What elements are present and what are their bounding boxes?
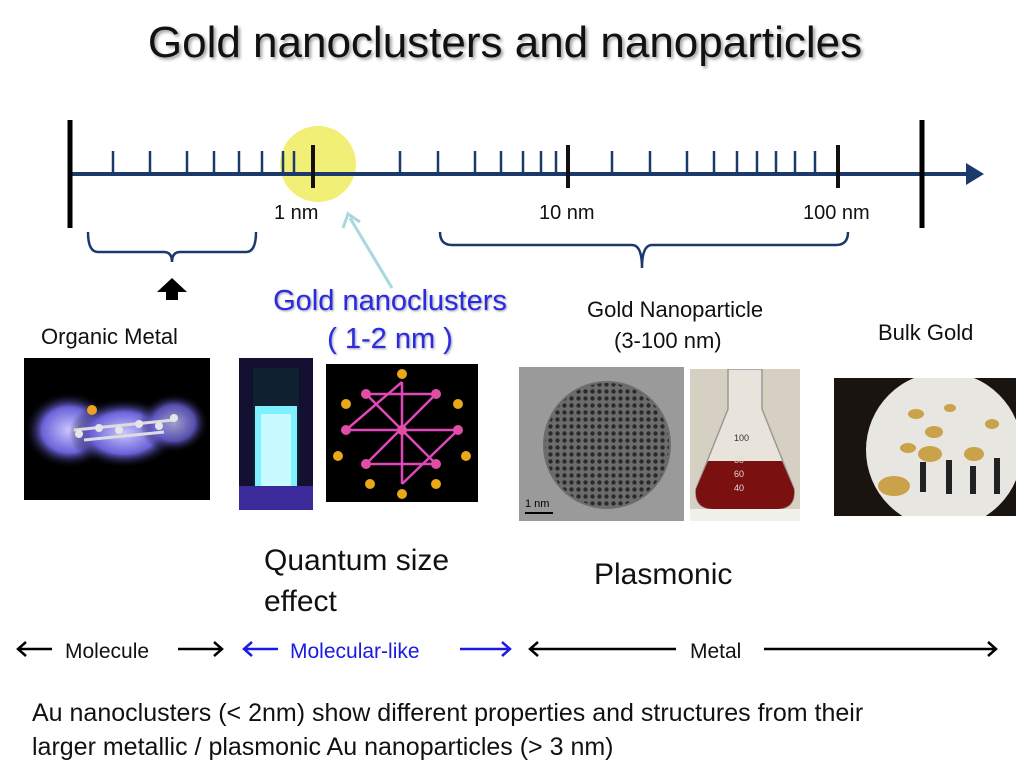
nanocluster-pointer-arrowhead	[341, 211, 361, 229]
cuvette-fluorescence-image	[239, 358, 313, 510]
nanoparticle-bracket	[438, 231, 850, 269]
bulk-gold-image	[834, 378, 1016, 516]
nanocluster-title: Gold nanoclusters	[273, 285, 507, 317]
molecule-arrowhead-right	[213, 641, 224, 657]
organic-metal-image	[24, 358, 210, 500]
regime-arrows	[16, 641, 998, 657]
tem-scale-bar-label: 1 nm	[525, 498, 550, 510]
flask-mark-60: 60	[734, 469, 745, 479]
footer-statement: Au nanoclusters (< 2nm) show different p…	[32, 696, 863, 764]
regime-metal: Metal	[690, 640, 742, 663]
cluster-structure-image	[326, 364, 478, 502]
quantum-size-line2: effect	[264, 585, 337, 618]
flask-mark-80: 80	[734, 455, 745, 465]
organic-metal-bracket	[86, 231, 258, 263]
label-1nm: 1 nm	[274, 202, 319, 224]
minor-ticks	[111, 151, 817, 174]
flask-solution-image: 100 80 60 40	[690, 369, 800, 521]
molecular-like-arrowhead-right	[501, 641, 512, 657]
gold-nanoparticle-label: Gold Nanoparticle	[587, 297, 764, 322]
organic-metal-label: Organic Metal	[41, 324, 178, 349]
tem-lattice-image: 1 nm	[519, 367, 684, 521]
gold-nanoparticle-size: (3-100 nm)	[614, 328, 722, 353]
molecular-like-arrowhead-left	[242, 641, 253, 657]
length-scale-diagram	[67, 120, 984, 300]
footer-line-2: larger metallic / plasmonic Au nanoparti…	[32, 733, 614, 761]
plasmonic-label: Plasmonic	[594, 558, 733, 591]
flask-mark-40: 40	[734, 483, 745, 493]
quantum-size-line1: Quantum size	[264, 544, 450, 577]
metal-arrowhead-left	[528, 641, 539, 657]
metal-arrowhead-right	[987, 641, 998, 657]
footer-line-1: Au nanoclusters (< 2nm) show different p…	[32, 699, 864, 727]
regime-molecular-like: Molecular-like	[290, 640, 420, 663]
scale-axis-arrowhead	[966, 163, 984, 185]
flask-mark-100: 100	[734, 433, 750, 443]
nanocluster-pointer-arrow	[348, 217, 394, 289]
regime-molecule: Molecule	[65, 640, 150, 663]
label-100nm: 100 nm	[803, 202, 870, 224]
quantum-size-effect-label: Quantum size effect	[264, 540, 449, 622]
nanocluster-size-range: ( 1-2 nm )	[327, 323, 453, 355]
nanocluster-heading: Gold nanoclusters ( 1-2 nm )	[240, 282, 540, 358]
up-arrow-icon	[157, 278, 187, 300]
molecule-arrowhead-left	[16, 641, 27, 657]
slide-title: Gold nanoclusters and nanoparticles	[147, 18, 863, 67]
bulk-gold-label: Bulk Gold	[878, 320, 974, 345]
label-10nm: 10 nm	[539, 202, 595, 224]
nanocluster-highlight	[280, 126, 356, 202]
